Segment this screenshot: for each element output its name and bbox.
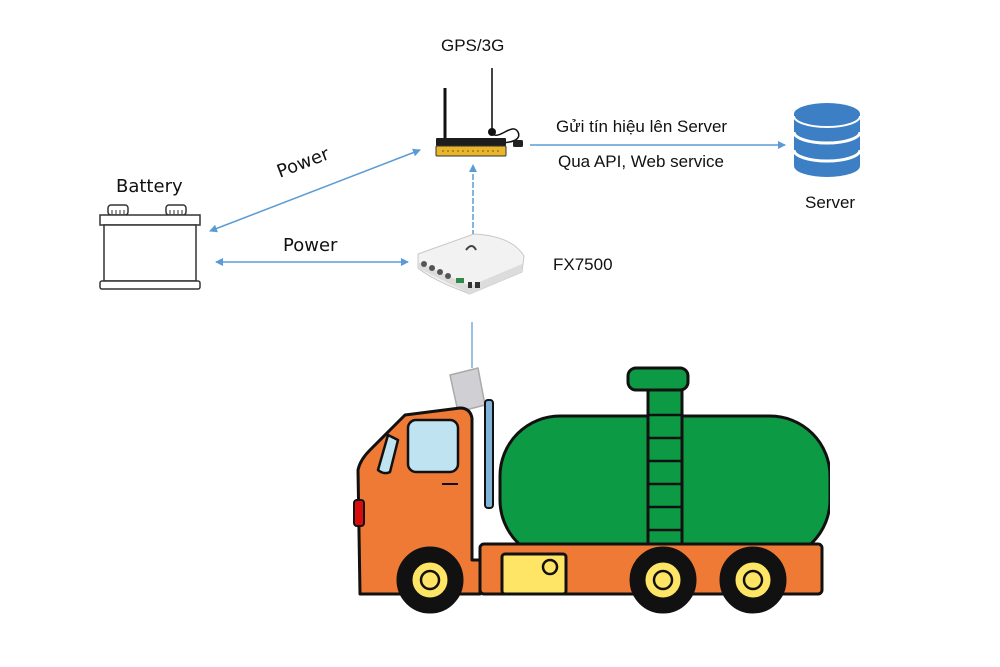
- battery-label: Battery: [116, 176, 183, 197]
- reader-label: FX7500: [553, 255, 613, 274]
- arrow-battery-gps: [209, 148, 421, 233]
- database-icon: [792, 103, 862, 177]
- gps-label: GPS/3G: [441, 36, 505, 55]
- tanker-truck-icon: [353, 366, 830, 614]
- edge-label-power-reader: Power: [283, 235, 338, 256]
- edge-label-via-api: Qua API, Web service: [558, 152, 724, 171]
- edge-label-send-to-server: Gửi tín hiệu lên Server: [556, 117, 728, 136]
- car-battery-icon: [99, 204, 201, 290]
- gps-3g-router-icon: [435, 68, 523, 157]
- rfid-reader-icon: [417, 233, 525, 295]
- server-label: Server: [805, 193, 856, 212]
